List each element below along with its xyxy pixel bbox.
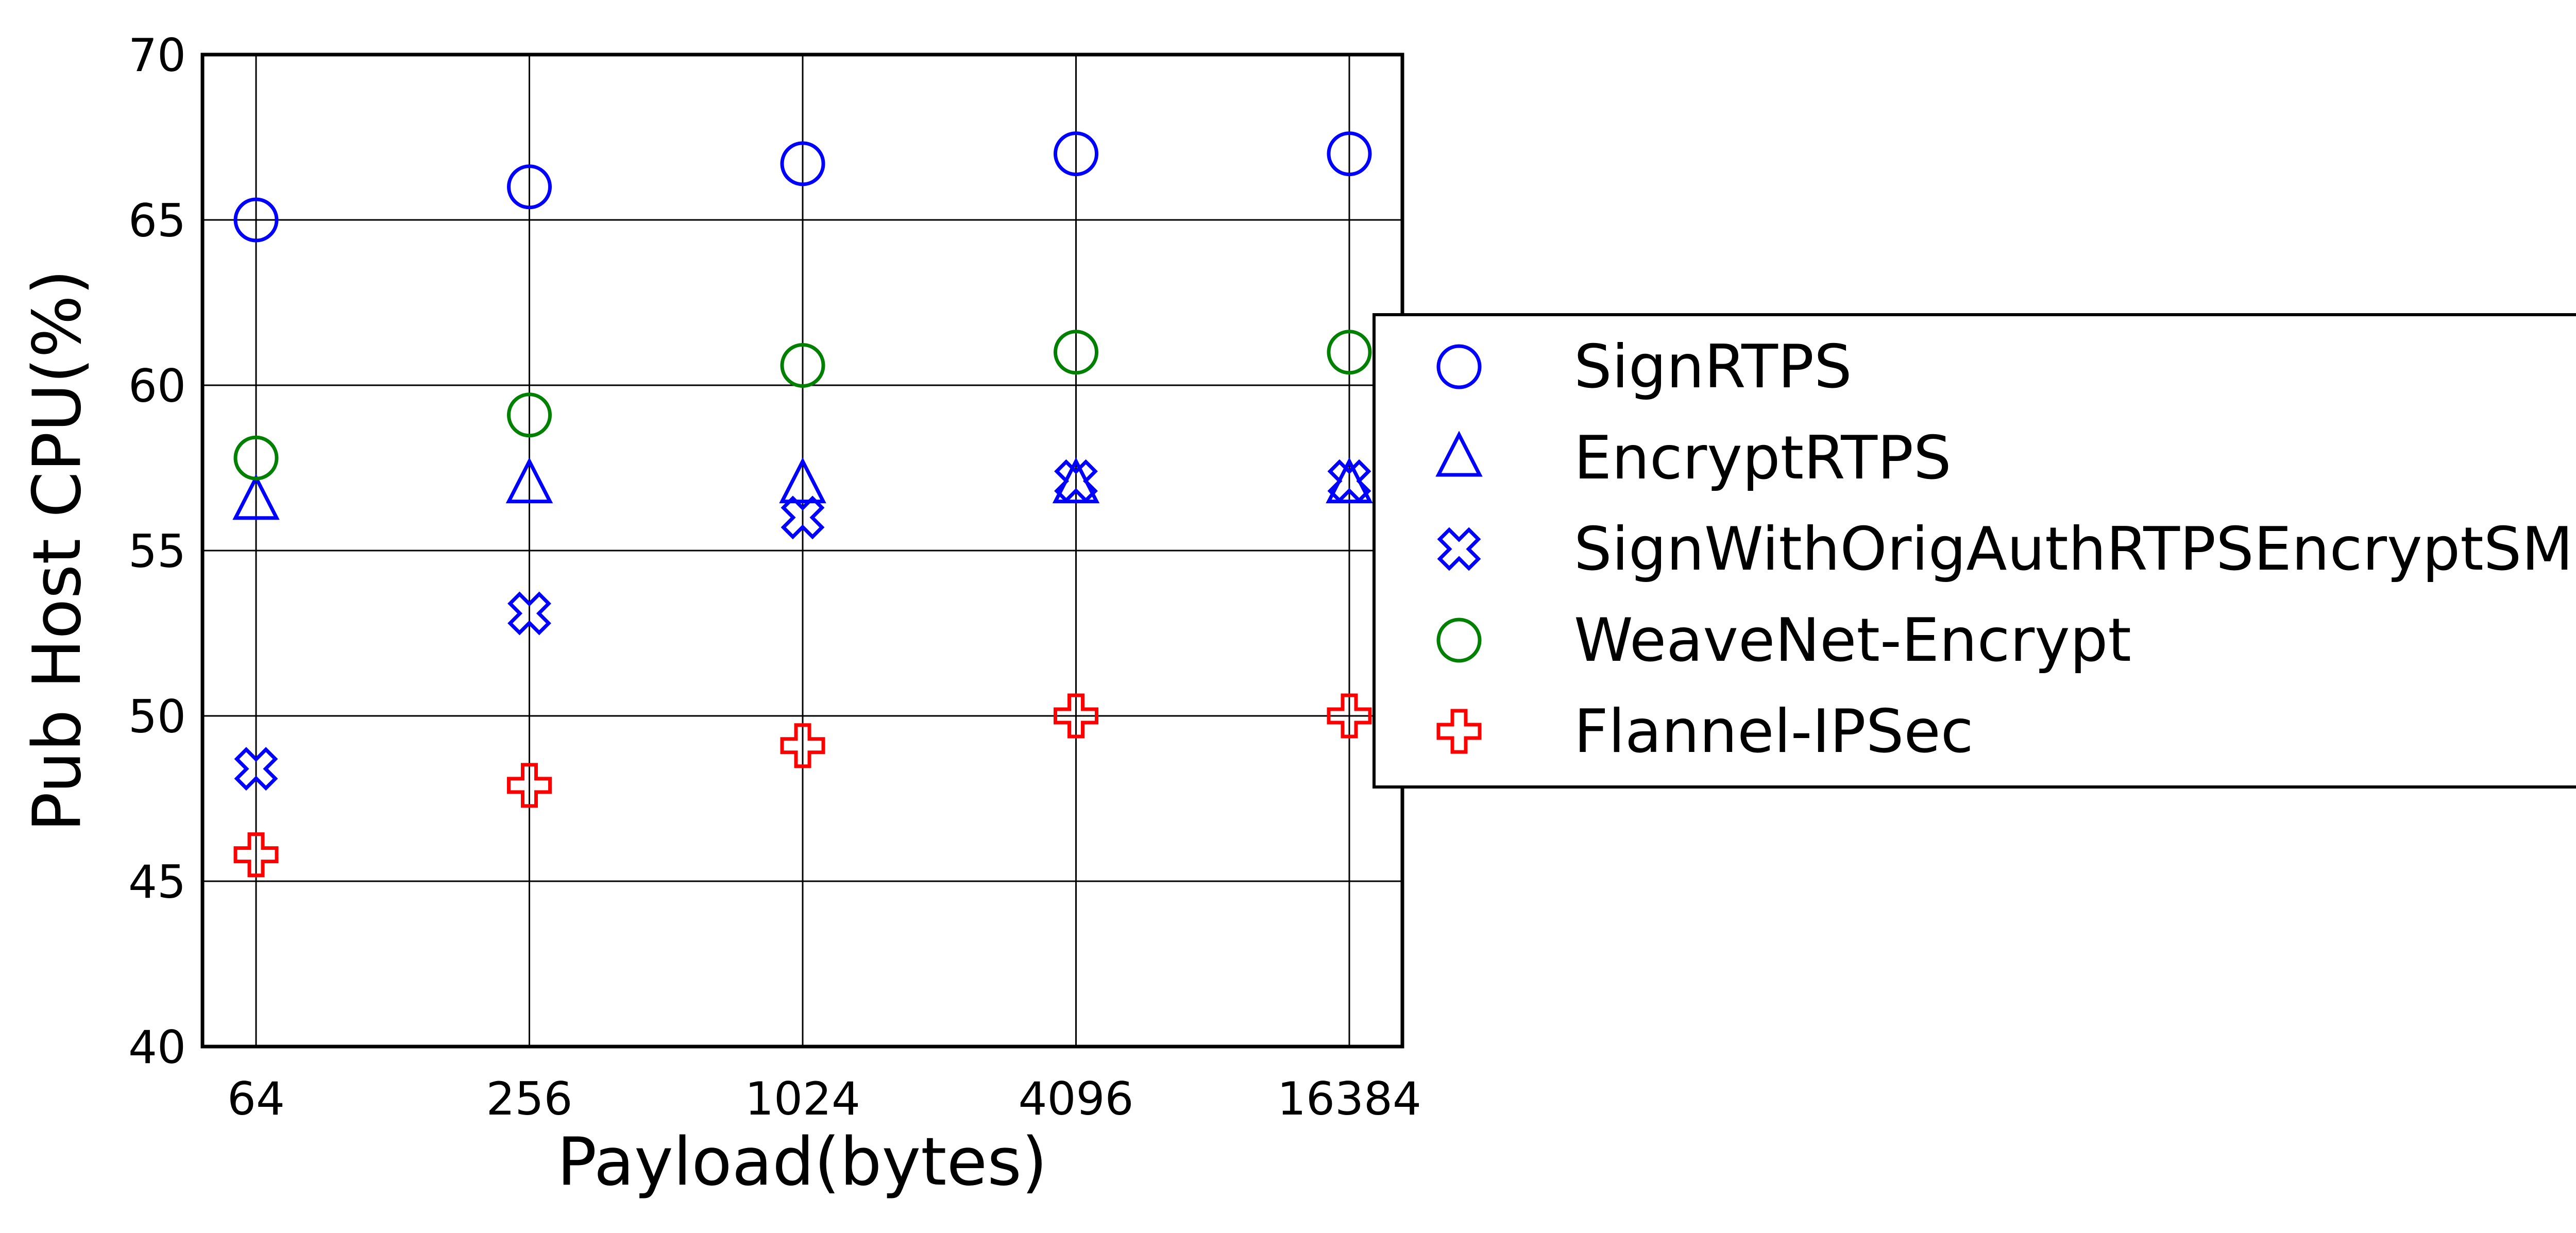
data-point-encryptrtps	[232, 474, 280, 520]
data-point-flannel-ipsec	[1327, 693, 1372, 739]
legend-marker-signwithorigauthrtpsencryptsm	[1437, 527, 1481, 571]
x-tick-label: 256	[486, 1072, 573, 1125]
legend-frame	[1372, 313, 2576, 789]
x-tick-label: 64	[227, 1072, 285, 1125]
y-tick-label: 60	[128, 359, 186, 413]
legend-item-encryptrtps: EncryptRTPS	[1435, 423, 1952, 493]
legend-item-weavenet-encrypt: WeaveNet-Encrypt	[1436, 606, 2131, 675]
legend-marker-weavenet-encrypt	[1436, 618, 1482, 663]
data-point-signrtps	[233, 197, 279, 243]
y-tick-label: 65	[128, 194, 186, 247]
data-point-weavenet-encrypt	[780, 342, 825, 388]
legend-item-signwithorigauthrtpsencryptsm: SignWithOrigAuthRTPSEncryptSM	[1437, 515, 2573, 584]
data-point-signrtps	[1327, 131, 1372, 177]
data-markers	[232, 131, 1373, 878]
legend-marker-signrtps	[1436, 344, 1482, 389]
y-axis-title: Pub Host CPU(%)	[19, 269, 96, 832]
y-axis-ticks: 40 45 50 55 60 65 70	[128, 29, 186, 1074]
y-tick-label: 45	[128, 855, 186, 909]
series-flannel-ipsec	[233, 693, 1372, 878]
legend-item-signrtps: SignRTPS	[1436, 332, 1852, 402]
data-point-flannel-ipsec	[233, 832, 279, 878]
x-tick-label: 1024	[745, 1072, 860, 1125]
data-point-signwithorigauthrtpsencryptsm	[507, 591, 551, 636]
data-point-signrtps	[780, 141, 825, 186]
grid-lines	[202, 54, 1402, 1048]
legend-label: WeaveNet-Encrypt	[1574, 606, 2131, 675]
data-point-signwithorigauthrtpsencryptsm	[1327, 459, 1371, 503]
data-point-encryptrtps	[505, 457, 553, 504]
y-tick-label: 40	[128, 1021, 186, 1074]
series-signrtps	[233, 131, 1372, 243]
legend-label: EncryptRTPS	[1574, 423, 1952, 493]
legend-label: SignWithOrigAuthRTPSEncryptSM	[1574, 515, 2573, 584]
data-point-signrtps	[1054, 131, 1098, 177]
data-point-signwithorigauthrtpsencryptsm	[234, 747, 278, 791]
legend-label: SignRTPS	[1574, 332, 1852, 402]
series-weavenet-encrypt	[233, 330, 1372, 481]
x-tick-label: 4096	[1019, 1072, 1134, 1125]
y-tick-label: 50	[128, 690, 186, 743]
y-tick-label: 55	[128, 525, 186, 578]
x-axis-title: Payload(bytes)	[557, 1124, 1047, 1201]
legend-items: SignRTPS EncryptRTPS SignWithOrigAuthRTPSE…	[1435, 332, 2573, 766]
x-axis-ticks: 64 256 1024 4096 16384	[227, 1072, 1421, 1125]
legend-marker-flannel-ipsec	[1436, 709, 1482, 754]
data-point-flannel-ipsec	[507, 763, 552, 808]
data-point-signwithorigauthrtpsencryptsm	[1054, 459, 1098, 503]
y-tick-label: 70	[128, 29, 186, 82]
data-point-weavenet-encrypt	[507, 392, 552, 438]
data-point-encryptrtps	[779, 457, 826, 504]
data-point-weavenet-encrypt	[1327, 330, 1372, 375]
x-tick-label: 16384	[1277, 1072, 1421, 1125]
data-point-weavenet-encrypt	[1054, 330, 1098, 375]
data-point-weavenet-encrypt	[233, 435, 279, 481]
data-point-signrtps	[507, 164, 552, 210]
legend-item-flannel-ipsec: Flannel-IPSec	[1436, 697, 1973, 766]
data-point-flannel-ipsec	[780, 723, 825, 768]
data-point-signwithorigauthrtpsencryptsm	[781, 495, 825, 540]
legend-label: Flannel-IPSec	[1574, 697, 1973, 766]
legend: SignRTPS EncryptRTPS SignWithOrigAuthRTPSE…	[1372, 313, 2576, 789]
series-signwithorigauthrtpsencryptsm	[234, 459, 1371, 791]
data-point-flannel-ipsec	[1054, 693, 1098, 739]
legend-marker-encryptrtps	[1435, 431, 1483, 477]
